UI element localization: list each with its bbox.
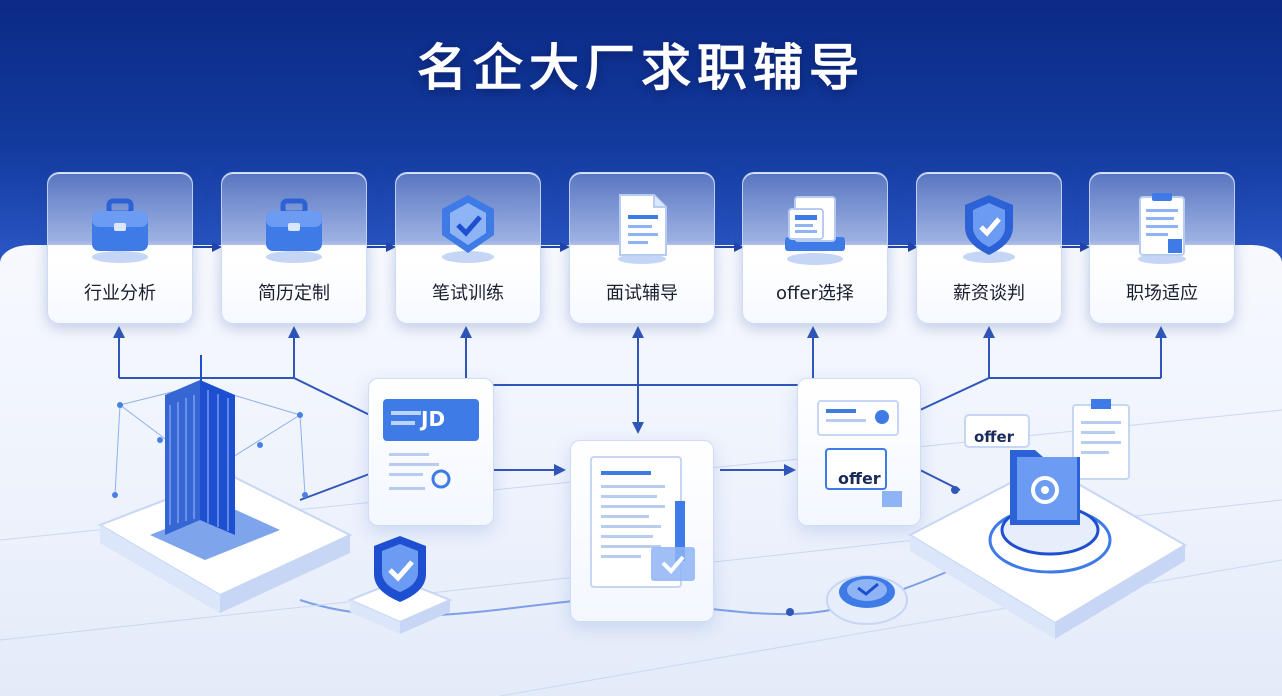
step-label: 薪资谈判 xyxy=(953,283,1025,304)
folder-platform-illustration xyxy=(907,399,1187,639)
step-arrow xyxy=(714,242,744,252)
document-graphic xyxy=(590,456,695,588)
round-badge-illustration xyxy=(826,575,908,625)
step-card-offer-choice[interactable]: offer选择 xyxy=(742,172,888,324)
step-label: offer选择 xyxy=(776,283,854,304)
step-arrow xyxy=(192,242,222,252)
offer-card-label: offer xyxy=(838,469,881,488)
step-arrow xyxy=(540,242,570,252)
step-arrow xyxy=(888,242,918,252)
shield-badge-icon xyxy=(917,187,1061,269)
step-card-industry-analysis[interactable]: 行业分析 xyxy=(47,172,193,324)
step-label: 职场适应 xyxy=(1126,283,1198,304)
jd-card-graphic xyxy=(383,399,479,490)
shield-check-icon xyxy=(396,187,540,269)
building-illustration xyxy=(97,355,353,613)
shield-platform-illustration xyxy=(347,536,453,634)
step-label: 行业分析 xyxy=(84,283,156,304)
briefcase-icon xyxy=(48,187,192,269)
step-card-written-test[interactable]: 笔试训练 xyxy=(395,172,541,324)
document-icon xyxy=(570,187,714,269)
clipboard-icon xyxy=(1090,187,1234,269)
jd-card: JD xyxy=(368,378,494,526)
step-card-workplace[interactable]: 职场适应 xyxy=(1089,172,1235,324)
step-label: 面试辅导 xyxy=(606,283,678,304)
offer-card-graphic xyxy=(817,400,902,507)
step-arrow xyxy=(366,242,396,252)
document-card xyxy=(570,440,714,622)
step-arrow xyxy=(1060,242,1090,252)
step-label: 笔试训练 xyxy=(432,283,504,304)
offer-stack-icon xyxy=(743,187,887,269)
jd-label: JD xyxy=(421,407,446,431)
page-title: 名企大厂求职辅导 xyxy=(417,39,865,97)
step-card-salary[interactable]: 薪资谈判 xyxy=(916,172,1062,324)
step-card-interview[interactable]: 面试辅导 xyxy=(569,172,715,324)
briefcase-icon xyxy=(222,187,366,269)
offer-card: offer xyxy=(797,378,921,526)
step-label: 简历定制 xyxy=(258,283,330,304)
step-card-resume[interactable]: 简历定制 xyxy=(221,172,367,324)
offer-tag-label: offer xyxy=(974,428,1015,446)
